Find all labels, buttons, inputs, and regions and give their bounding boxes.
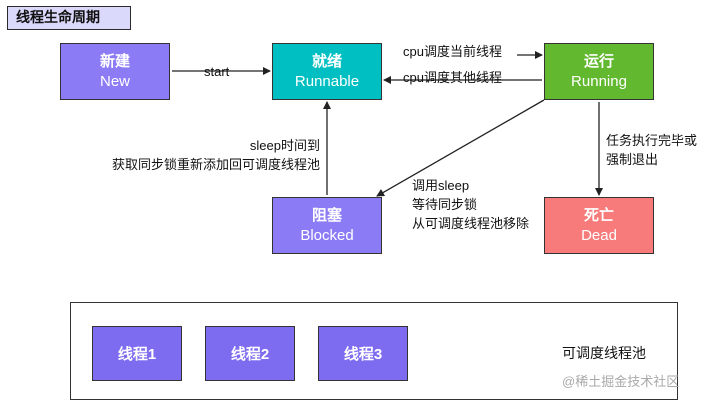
state-blocked: 阻塞 Blocked <box>272 197 382 254</box>
arrow-running-to-blocked <box>376 99 545 197</box>
diagram-title: 线程生命周期 <box>7 6 131 30</box>
state-runnable-zh: 就绪 <box>311 52 342 70</box>
edge-label-sleep-line1: sleep时间到 <box>249 138 320 153</box>
state-dead-zh: 死亡 <box>583 206 614 224</box>
edge-label-block-line3: 从可调度线程池移除 <box>412 216 530 231</box>
edge-label-dead: 任务执行完毕或 强制退出 <box>606 131 697 169</box>
state-new-zh: 新建 <box>99 52 130 70</box>
watermark: @稀土掘金技术社区 <box>562 374 680 389</box>
state-new-en: New <box>99 72 130 90</box>
pool-thread-3: 线程3 <box>318 326 408 381</box>
state-running-en: Running <box>571 72 627 90</box>
state-dead: 死亡 Dead <box>544 197 654 254</box>
edge-label-start: start <box>204 64 230 79</box>
pool-thread-2: 线程2 <box>205 326 295 381</box>
edge-label-block-line1: 调用sleep <box>412 178 470 193</box>
state-runnable-en: Runnable <box>294 72 360 90</box>
state-running-zh: 运行 <box>583 52 614 70</box>
pool-thread-1: 线程1 <box>92 326 182 381</box>
edge-label-dead-line2: 强制退出 <box>606 152 659 167</box>
edge-label-schedule-current: cpu调度当前线程 <box>403 44 502 59</box>
edge-label-dead-line1: 任务执行完毕或 <box>606 133 698 148</box>
edge-label-sleep-line2: 获取同步锁重新添加回可调度线程池 <box>111 157 320 172</box>
state-running: 运行 Running <box>544 43 654 100</box>
state-blocked-en: Blocked <box>300 226 354 244</box>
edge-label-schedule-other: cpu调度其他线程 <box>403 70 502 85</box>
edge-label-block-line2: 等待同步锁 <box>412 197 478 212</box>
edge-label-sleep-return: sleep时间到 获取同步锁重新添加回可调度线程池 <box>112 136 320 174</box>
state-runnable: 就绪 Runnable <box>272 43 382 100</box>
state-blocked-zh: 阻塞 <box>311 206 342 224</box>
edge-label-block: 调用sleep 等待同步锁 从可调度线程池移除 <box>412 176 529 233</box>
state-dead-en: Dead <box>581 226 617 244</box>
thread-pool-label: 可调度线程池 <box>562 345 646 361</box>
state-new: 新建 New <box>60 43 170 100</box>
